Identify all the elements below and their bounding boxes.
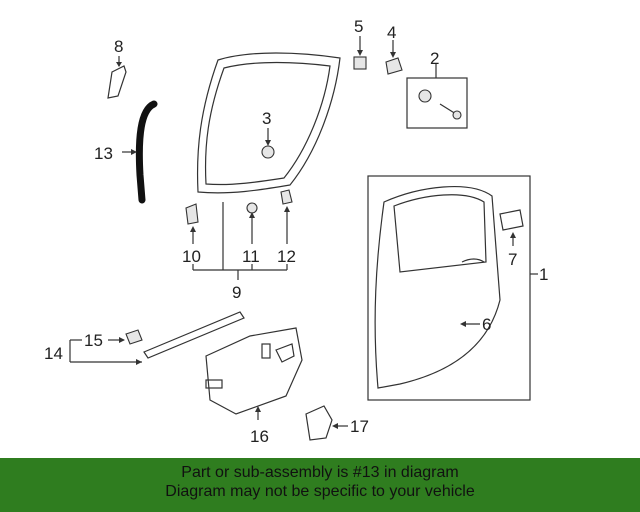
part-7-emblem bbox=[499, 209, 524, 246]
callout-16: 16 bbox=[250, 427, 269, 446]
part-3-clip bbox=[261, 128, 275, 159]
callout-8: 8 bbox=[114, 37, 123, 56]
part-10-clip bbox=[185, 203, 199, 244]
part-14-belt-molding bbox=[69, 311, 245, 365]
part-17-cover bbox=[305, 405, 348, 441]
door-weatherstrip-9 bbox=[196, 52, 341, 194]
part-5-clip bbox=[353, 36, 367, 70]
part-12-clip bbox=[280, 189, 293, 244]
callout-11: 11 bbox=[242, 247, 260, 266]
banner-line-2: Diagram may not be specific to your vehi… bbox=[165, 483, 475, 500]
callout-9: 9 bbox=[232, 283, 241, 302]
callout-4: 4 bbox=[387, 23, 396, 42]
callout-10: 10 bbox=[182, 247, 201, 266]
banner-line-1: Part or sub-assembly is #13 in diagram bbox=[181, 464, 459, 481]
part-13-weatherstrip bbox=[122, 100, 158, 204]
callout-3: 3 bbox=[262, 109, 271, 128]
part-2-fastener-set bbox=[406, 64, 468, 129]
callout-12: 12 bbox=[277, 247, 296, 266]
part-11-clip bbox=[246, 202, 258, 244]
bracket-9 bbox=[192, 202, 288, 280]
callout-13: 13 bbox=[94, 144, 113, 163]
part-16-hole-cover bbox=[205, 327, 303, 420]
callout-6: 6 bbox=[482, 315, 491, 334]
callout-2: 2 bbox=[430, 49, 439, 68]
part-4-clip bbox=[385, 40, 403, 75]
callout-17: 17 bbox=[350, 417, 369, 436]
door-box-1 bbox=[367, 175, 538, 401]
callout-7: 7 bbox=[508, 250, 517, 269]
part-15-clip bbox=[108, 329, 143, 345]
part-8-bracket bbox=[107, 56, 127, 99]
callout-14: 14 bbox=[44, 344, 63, 363]
callout-15: 15 bbox=[84, 331, 103, 350]
parts-diagram: 8 13 3 5 4 2 bbox=[44, 17, 548, 446]
info-banner: Part or sub-assembly is #13 in diagram D… bbox=[0, 458, 640, 512]
part-6-leader bbox=[460, 321, 480, 327]
callout-1: 1 bbox=[539, 265, 548, 284]
callout-5: 5 bbox=[354, 17, 363, 36]
